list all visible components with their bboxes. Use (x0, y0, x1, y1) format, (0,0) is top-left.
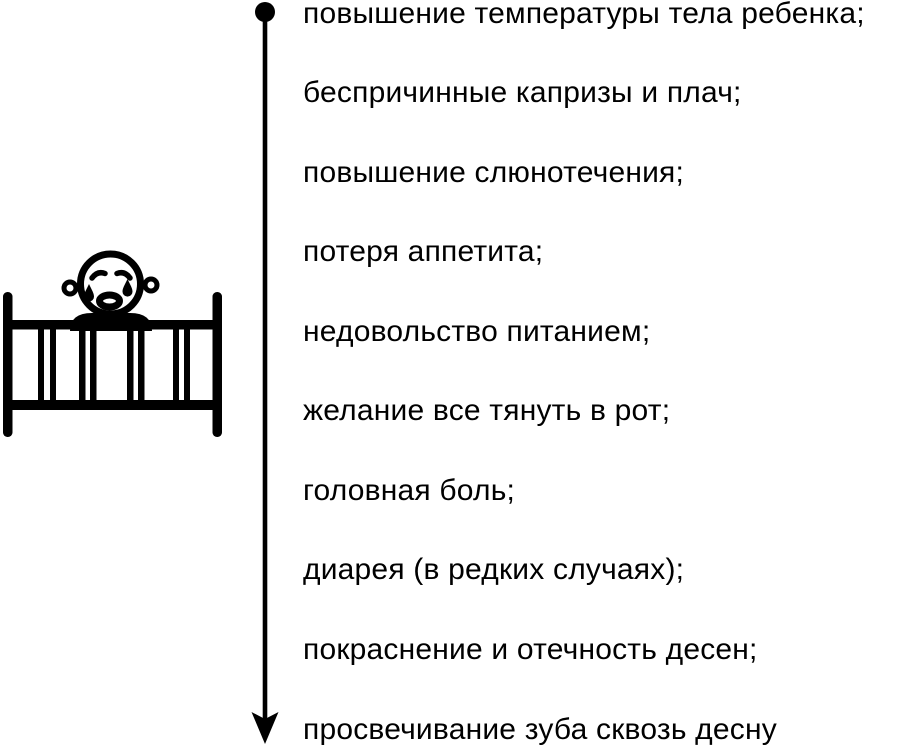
symptom-item: просвечивание зуба сквозь десну (303, 713, 777, 746)
symptom-item: недовольство питанием; (303, 315, 651, 348)
baby-head (77, 250, 144, 318)
symptom-item: беспричинные капризы и плач; (303, 76, 742, 109)
symptom-item: диарея (в редких случаях); (303, 553, 685, 586)
crib-bottom-rail (3, 400, 222, 410)
timeline-arrowhead-icon (251, 712, 279, 744)
symptom-item: потеря аппетита; (303, 235, 544, 268)
baby-tear-left (84, 284, 94, 302)
symptom-item: головная боль; (303, 474, 516, 507)
crib-top-rail (3, 320, 222, 330)
baby-eye-left (89, 269, 108, 281)
symptom-item: повышение слюнотечения; (303, 156, 685, 189)
crying-baby-in-crib-icon (3, 250, 222, 437)
symptom-item: покраснение и отечность десен; (303, 633, 758, 666)
symptom-item: желание все тянуть в рот; (303, 394, 671, 427)
crib-slats (38, 322, 190, 408)
baby-tear-right (122, 279, 133, 297)
crib-post-right (212, 292, 222, 437)
symptom-item: повышение температуры тела ребенка; (303, 0, 865, 30)
baby-ear-left (61, 279, 79, 297)
baby-eye-right (114, 269, 133, 281)
baby-mouth (96, 291, 123, 311)
crib-post-left (3, 292, 13, 437)
baby-ear-right (142, 276, 160, 294)
